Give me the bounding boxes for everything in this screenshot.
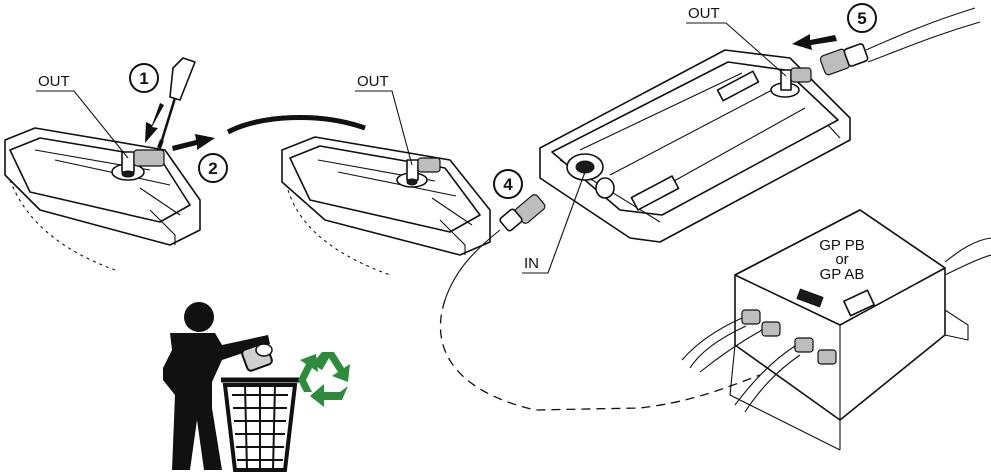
discarded-part-icon: [241, 342, 273, 372]
box-glands: [681, 309, 837, 413]
arrow-right-icon: [172, 134, 215, 151]
fixture-3: [539, 49, 851, 243]
step-2-badge: 2: [198, 153, 228, 183]
fixture-1: [4, 127, 201, 271]
svg-text:5: 5: [857, 9, 866, 28]
junction-box: [729, 209, 991, 451]
out-label-3: OUT: [688, 5, 720, 22]
out-label-2: OUT: [357, 73, 389, 90]
fixture-2: [281, 136, 491, 276]
dashed-cable: [439, 299, 761, 411]
svg-text:2: 2: [208, 159, 217, 178]
plug-4: [444, 194, 546, 301]
connector-out-1: [111, 149, 165, 181]
bin-icon: [221, 377, 299, 472]
svg-text:1: 1: [139, 69, 148, 88]
arrow-down-icon: [145, 103, 164, 143]
step-4-badge: 4: [493, 169, 523, 199]
box-label-line2: or: [835, 251, 848, 268]
screwdriver-icon: [157, 57, 196, 149]
step-1-badge: 1: [129, 63, 159, 93]
arrow-left-icon: [792, 34, 837, 50]
connector-in: [566, 153, 615, 199]
svg-text:4: 4: [503, 175, 513, 194]
recycle-icon: [298, 352, 350, 407]
connector-out-3: [770, 67, 812, 98]
plug-5: [819, 7, 981, 76]
step-5-badge: 5: [847, 3, 877, 33]
in-label: IN: [524, 255, 539, 272]
connector-out-2: [396, 157, 441, 188]
disposal-person-icon: [163, 302, 270, 470]
swoop-arc: [226, 114, 366, 135]
out-label-1: OUT: [38, 73, 70, 90]
box-label-line3: GP AB: [820, 266, 865, 283]
box-label-line1: GP PB: [819, 237, 865, 254]
